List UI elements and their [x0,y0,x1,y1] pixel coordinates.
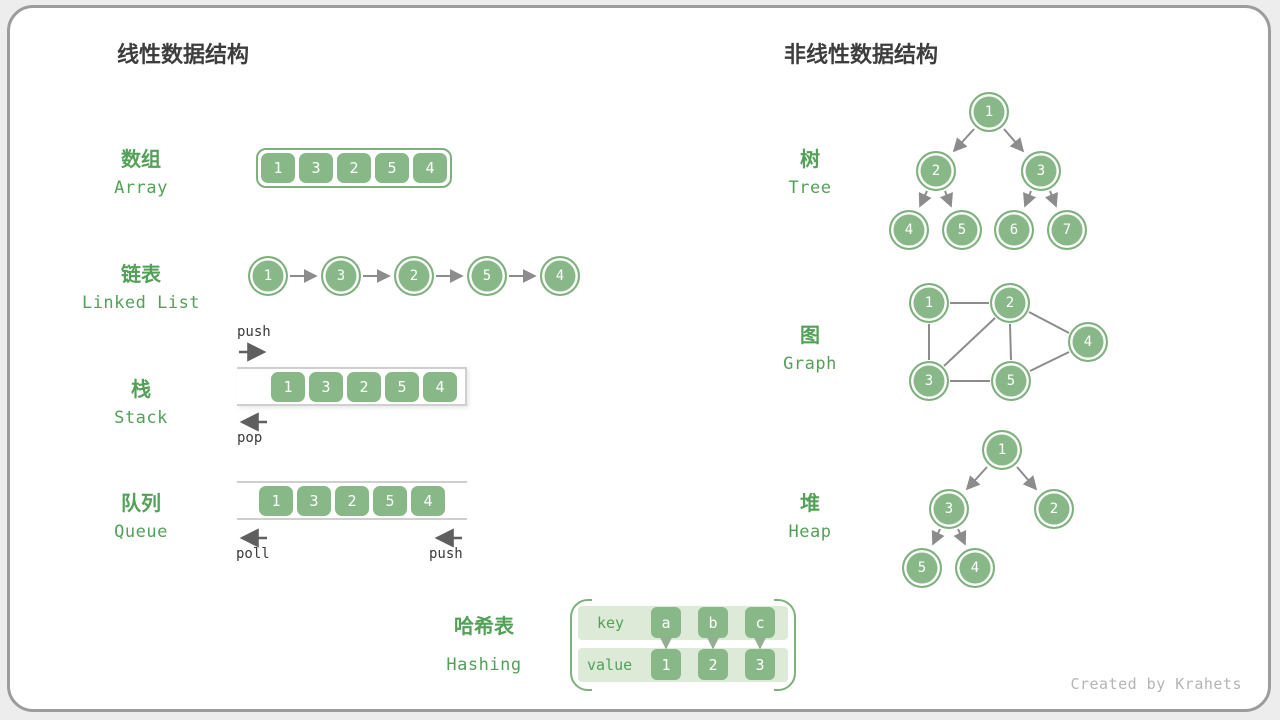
credit-text: Created by Krahets [1070,675,1242,693]
hash-value-cell: 3 [745,649,775,680]
array-label-en: Array [114,178,168,198]
heap-node: 2 [1034,489,1074,529]
stack-push-label: push [237,324,271,340]
queue-push-label: push [429,546,463,562]
stack-cell: 5 [385,371,419,402]
graph-node: 5 [991,361,1031,401]
heap-label-zh: 堆 [800,491,820,515]
hash-key-cell: c [745,607,775,638]
stack-cell: 1 [271,371,305,402]
stack-label-zh: 栈 [131,377,151,401]
tree-node: 1 [969,92,1009,132]
heap-label-en: Heap [788,522,832,542]
hash-value-cell: 1 [651,649,681,680]
hashing-label-zh: 哈希表 [454,614,514,638]
array-cell: 1 [261,153,295,183]
hash-key-cell: b [698,607,728,638]
graph-label-zh: 图 [800,323,820,347]
linked-list-label-zh: 链表 [121,262,161,286]
queue-cell: 4 [411,485,445,516]
linked-list-label-en: Linked List [81,293,201,313]
linked-list-node: 5 [467,256,507,296]
tree-node: 7 [1047,210,1087,250]
queue-cell: 2 [335,485,369,516]
tree-node: 6 [994,210,1034,250]
array-cell: 3 [299,153,333,183]
linear-section-title: 线性数据结构 [117,43,250,68]
stack-container: 1 3 2 5 4 [237,367,467,406]
heap-node: 3 [929,489,969,529]
graph-node: 2 [990,283,1030,323]
tree-node: 2 [916,151,956,191]
stack-cell: 3 [309,371,343,402]
hashing-label-en: Hashing [446,655,522,675]
hash-bracket-gap-top [592,594,774,606]
graph-node: 4 [1068,322,1108,362]
linked-list-node: 4 [540,256,580,296]
hash-value-label: value [587,656,633,674]
array-label-zh: 数组 [121,147,161,171]
stack-cell: 4 [423,371,457,402]
graph-node: 1 [909,283,949,323]
queue-cell: 3 [297,485,331,516]
array-cell: 2 [337,153,371,183]
tree-label-en: Tree [788,178,832,198]
heap-node: 5 [902,548,942,588]
heap-node: 4 [955,548,995,588]
hash-value-cell: 2 [698,649,728,680]
hash-key-label: key [597,614,625,632]
queue-label-en: Queue [114,522,168,542]
linked-list-node: 2 [394,256,434,296]
queue-poll-label: poll [236,546,270,562]
stack-label-en: Stack [114,408,168,428]
nonlinear-section-title: 非线性数据结构 [784,43,939,68]
queue-container: 1 3 2 5 4 [237,481,467,520]
graph-node: 3 [909,361,949,401]
tree-node: 5 [942,210,982,250]
array-cell: 5 [375,153,409,183]
hash-bracket-gap-bottom [592,684,774,696]
hash-key-cell: a [651,607,681,638]
queue-cell: 5 [373,485,407,516]
array-container: 1 3 2 5 4 [256,148,452,188]
queue-cell: 1 [259,485,293,516]
stack-cell: 2 [347,371,381,402]
linked-list-node: 3 [321,256,361,296]
tree-node: 4 [889,210,929,250]
stack-pop-label: pop [237,430,263,446]
heap-node: 1 [982,430,1022,470]
linked-list-node: 1 [248,256,288,296]
tree-label-zh: 树 [800,147,820,171]
queue-label-zh: 队列 [121,491,161,515]
graph-label-en: Graph [783,354,837,374]
array-cell: 4 [413,153,447,183]
tree-node: 3 [1021,151,1061,191]
